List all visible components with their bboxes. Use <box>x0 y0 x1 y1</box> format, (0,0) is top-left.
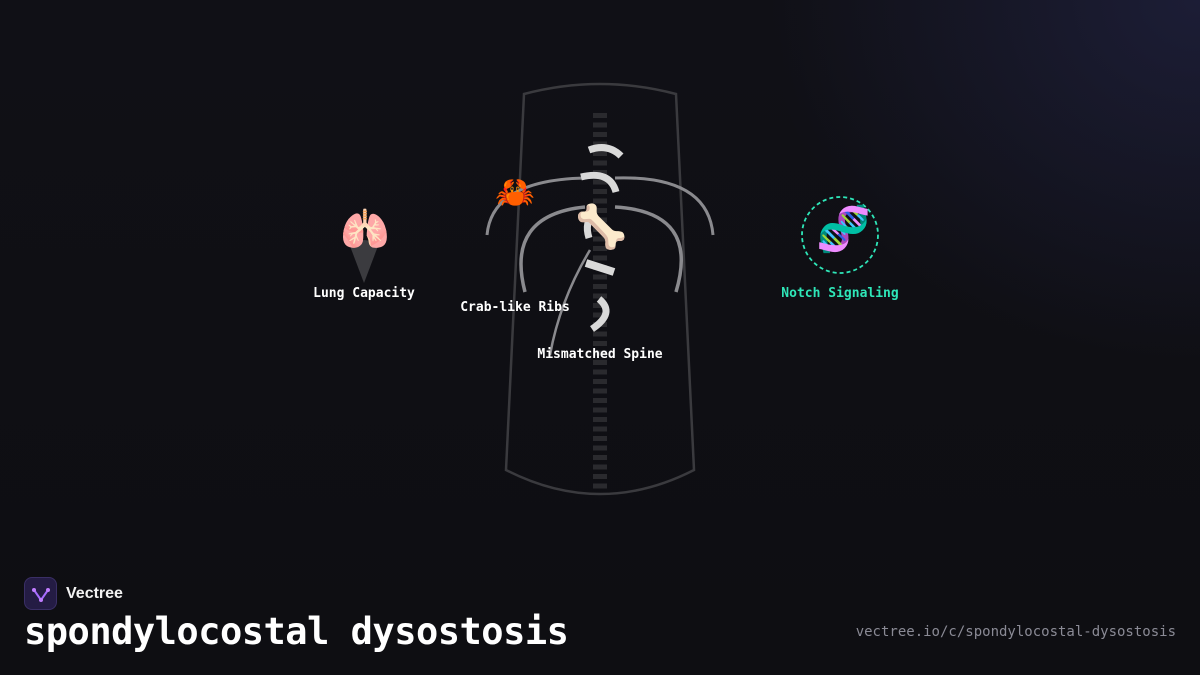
spine-segment <box>593 179 607 185</box>
page-title: spondylocostal dysostosis <box>24 610 569 653</box>
spine-segment <box>593 160 607 166</box>
brand[interactable]: Vectree <box>24 577 123 610</box>
spine-segment <box>593 113 607 118</box>
label-crab-like-ribs: Crab-like Ribs <box>460 300 570 315</box>
spine-segment <box>593 341 607 346</box>
spine-segment <box>593 379 607 384</box>
spine-segment <box>593 217 607 223</box>
rib-lower-right <box>614 205 684 293</box>
rib-upper-left <box>485 176 586 236</box>
spine-segment <box>593 151 607 156</box>
spine-segment <box>593 350 607 356</box>
bone-icon: 🦴 <box>575 202 628 251</box>
spine-segment <box>593 483 607 489</box>
torso-outline <box>504 82 696 496</box>
spine-segment <box>593 236 607 242</box>
spine-segment <box>593 331 607 337</box>
spine-segment <box>593 274 607 280</box>
spine-segment <box>593 426 607 432</box>
dna-icon: 🧬 <box>816 204 871 255</box>
spine-segment <box>593 255 607 261</box>
spine-segment <box>593 474 607 479</box>
spine-segment <box>593 284 607 289</box>
lungs-icon: 🫁 <box>340 207 390 253</box>
spine-segment <box>593 246 607 251</box>
spine-segment <box>593 417 607 422</box>
spine-segment <box>593 303 607 308</box>
notch-ring <box>801 196 879 274</box>
vertebra-3 <box>583 211 597 240</box>
rib-upper-right <box>614 176 715 236</box>
spine-segment <box>593 436 607 441</box>
spine-segment <box>593 388 607 394</box>
brand-name: Vectree <box>66 584 123 602</box>
spine-segment <box>593 227 607 232</box>
spine-segment <box>593 208 607 213</box>
spine-segment <box>593 455 607 460</box>
vertebra-4 <box>584 259 616 276</box>
spine-segment <box>593 445 607 451</box>
crab-icon: 🦀 <box>495 173 535 211</box>
rib-lower-left <box>519 205 586 293</box>
connector-spine <box>548 249 592 356</box>
spine-segment <box>593 369 607 375</box>
spine-segment <box>593 360 607 365</box>
label-mismatched-spine: Mismatched Spine <box>537 347 663 362</box>
spine-segment <box>593 293 607 299</box>
spine-segment <box>593 141 607 147</box>
spine-segment <box>593 132 607 137</box>
spine-segment <box>593 198 607 204</box>
page-url[interactable]: vectree.io/c/spondylocostal-dysostosis <box>855 624 1176 640</box>
label-lung-capacity: Lung Capacity <box>313 286 415 301</box>
lung-pointer <box>350 240 378 283</box>
vertebra-2 <box>580 171 620 194</box>
vectree-logo-icon <box>24 577 57 610</box>
spine-column <box>593 113 607 489</box>
vertebra-1 <box>587 144 624 159</box>
spine-segment <box>593 189 607 194</box>
spine-segment <box>593 407 607 413</box>
spine-segment <box>593 122 607 128</box>
vertebra-5 <box>589 296 610 332</box>
spine-segment <box>593 464 607 470</box>
spine-segment <box>593 398 607 403</box>
label-notch-signaling: Notch Signaling <box>781 286 899 301</box>
spine-segment <box>593 312 607 318</box>
